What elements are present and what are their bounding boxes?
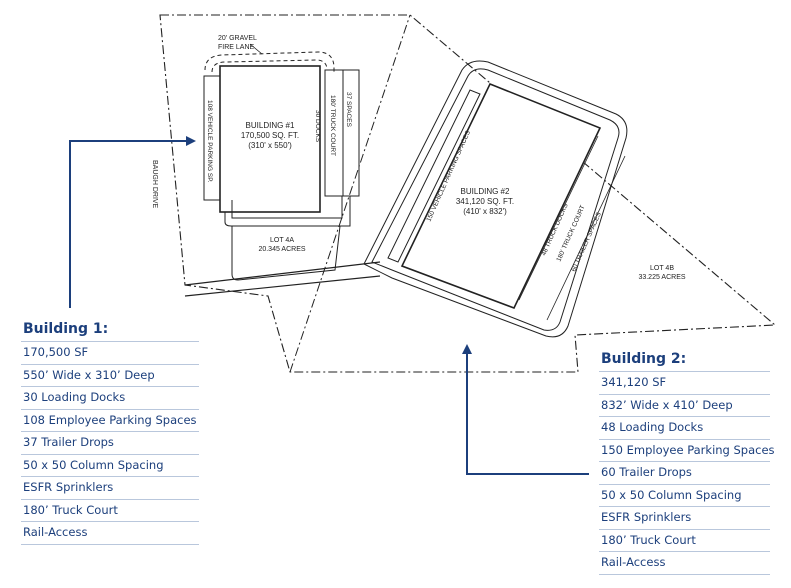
building-2-callout-arrow [466, 354, 589, 475]
building-2-specs-panel: Building 2: 341,120 SF 832’ Wide x 410’ … [599, 347, 775, 575]
lot-4a-parcel [231, 225, 341, 281]
lot-4b-acres: 33.225 ACRES [638, 274, 685, 281]
fire-lane [204, 51, 335, 74]
building-1-spec-item: 50 x 50 Column Spacing [21, 455, 199, 477]
building-1-spec-item: 108 Employee Parking Spaces [21, 410, 199, 432]
building-2-area: 341,120 SQ. FT. [456, 197, 514, 206]
building-2-spec-item: 48 Loading Docks [599, 417, 770, 440]
fire-lane-label-2: FIRE LANE [218, 44, 255, 51]
building-2-spec-item: 180’ Truck Court [599, 530, 770, 552]
building-1-spec-item: 37 Trailer Drops [21, 432, 199, 455]
building-1-callout-arrow [69, 140, 186, 308]
building-2-spec-item: 150 Employee Parking Spaces [599, 440, 775, 462]
building-1-block: BUILDING #1 170,500 SQ. FT. (310' x 550'… [203, 65, 360, 227]
building-1-spec-item: ESFR Sprinklers [21, 477, 199, 500]
building-2-name: BUILDING #2 [461, 187, 510, 196]
building-2-specs-title: Building 2: [599, 347, 770, 372]
building-1-court: 180' TRUCK COURT [329, 95, 336, 156]
lot-4a-acres: 20.345 ACRES [258, 246, 305, 253]
building-2-dims: (410' x 832') [463, 207, 507, 216]
building-2-spec-item: 50 x 50 Column Spacing [599, 485, 770, 507]
building-1-spec-item: 550’ Wide x 310’ Deep [21, 365, 199, 387]
building-1-spec-item: 30 Loading Docks [21, 387, 199, 410]
building-2-spec-item: Rail-Access [599, 552, 770, 575]
building-2-spec-item: 832’ Wide x 410’ Deep [599, 395, 770, 417]
building-1-area: 170,500 SQ. FT. [241, 131, 299, 140]
building-1-spaces: 37 SPACES [345, 92, 352, 128]
lot-4b-name: LOT 4B [650, 265, 674, 272]
access-road [184, 261, 381, 297]
fire-lane-label-1: 20' GRAVEL [218, 35, 257, 42]
lot-4a-name: LOT 4A [270, 237, 294, 244]
building-1-docks: 30 DOCKS [314, 110, 321, 143]
building-2-spec-item: 60 Trailer Drops [599, 462, 770, 485]
building-1-name: BUILDING #1 [246, 121, 295, 130]
building-2-block: BUILDING #2 341,120 SQ. FT. (410' x 832'… [363, 60, 628, 338]
building-1-arrowhead [186, 136, 196, 146]
building-1-spec-item: 180’ Truck Court [21, 500, 199, 522]
building-2-spec-item: 341,120 SF [599, 372, 770, 395]
building-2-arrowhead [462, 344, 472, 354]
building-1-specs-title: Building 1: [21, 317, 199, 342]
building-2-spec-item: ESFR Sprinklers [599, 507, 770, 530]
building-1-spec-item: Rail-Access [21, 522, 199, 545]
building-1-parking: 108 VEHICLE PARKING SP. [206, 100, 213, 183]
building-1-dims: (310' x 550') [248, 141, 292, 150]
baugh-drive-label: BAUGH DRIVE [151, 160, 158, 209]
building-1-specs-panel: Building 1: 170,500 SF 550’ Wide x 310’ … [21, 317, 199, 545]
lot-divider [289, 14, 411, 373]
building-1-spec-item: 170,500 SF [21, 342, 199, 365]
